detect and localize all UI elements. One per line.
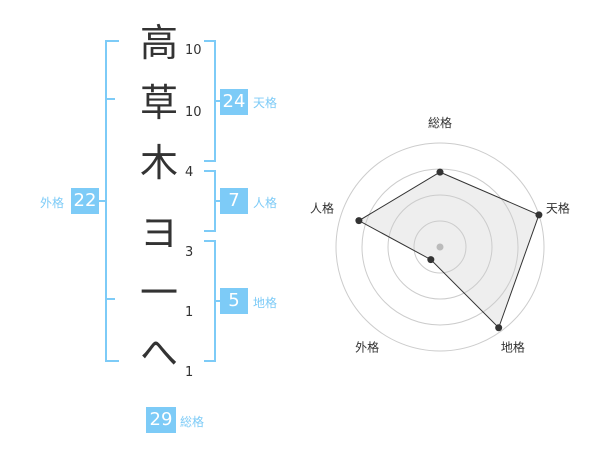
gaikaku-tick-top bbox=[105, 98, 115, 100]
gaikaku-value: 22 bbox=[71, 188, 99, 214]
radar-point bbox=[495, 324, 503, 332]
gaikaku-bracket bbox=[105, 40, 119, 362]
chikaku-connector bbox=[214, 300, 220, 302]
radar-point bbox=[427, 256, 435, 264]
soukaku-value: 29 bbox=[146, 407, 176, 433]
radar-ring bbox=[413, 220, 467, 274]
name-char: ヨ bbox=[139, 211, 178, 255]
radar-axis-label: 総格 bbox=[428, 115, 452, 130]
name-char: 高 bbox=[139, 21, 178, 65]
stroke-count: 1 bbox=[185, 305, 194, 320]
stroke-count: 10 bbox=[185, 43, 202, 58]
tenkaku-value: 24 bbox=[220, 89, 248, 115]
jinkaku-label: 人格 bbox=[253, 196, 278, 210]
radar-outline bbox=[357, 171, 540, 329]
stroke-count: 3 bbox=[185, 245, 194, 260]
stroke-count: 4 bbox=[185, 165, 194, 180]
radar-point bbox=[535, 211, 543, 219]
radar-axis-label: 地格 bbox=[501, 339, 525, 354]
name-char: 一 bbox=[139, 271, 178, 315]
radar-axis-label: 天格 bbox=[546, 201, 570, 216]
gaikaku-tick bbox=[105, 298, 115, 300]
gaikaku-connector bbox=[99, 200, 105, 202]
gaikaku-label: 外格 bbox=[40, 196, 65, 210]
jinkaku-connector bbox=[214, 200, 220, 202]
radar-center bbox=[436, 243, 444, 251]
jinkaku-value: 7 bbox=[220, 188, 248, 214]
name-char: 木 bbox=[139, 141, 178, 185]
stroke-count: 10 bbox=[185, 105, 202, 120]
radar-axis-label: 外格 bbox=[355, 339, 379, 354]
stroke-count: 1 bbox=[185, 365, 194, 380]
tenkaku-connector bbox=[214, 100, 220, 102]
tenkaku-label: 天格 bbox=[253, 96, 278, 110]
radar-ring bbox=[387, 194, 493, 300]
chikaku-label: 地格 bbox=[253, 296, 278, 310]
radar-area bbox=[358, 172, 539, 328]
chikaku-value: 5 bbox=[220, 288, 248, 314]
radar-point bbox=[355, 217, 363, 225]
name-char: 草 bbox=[139, 81, 178, 125]
soukaku-label: 総格 bbox=[180, 415, 205, 429]
name-char: へ bbox=[139, 331, 178, 375]
radar-axis-label: 人格 bbox=[310, 201, 334, 216]
radar-point bbox=[436, 168, 444, 176]
